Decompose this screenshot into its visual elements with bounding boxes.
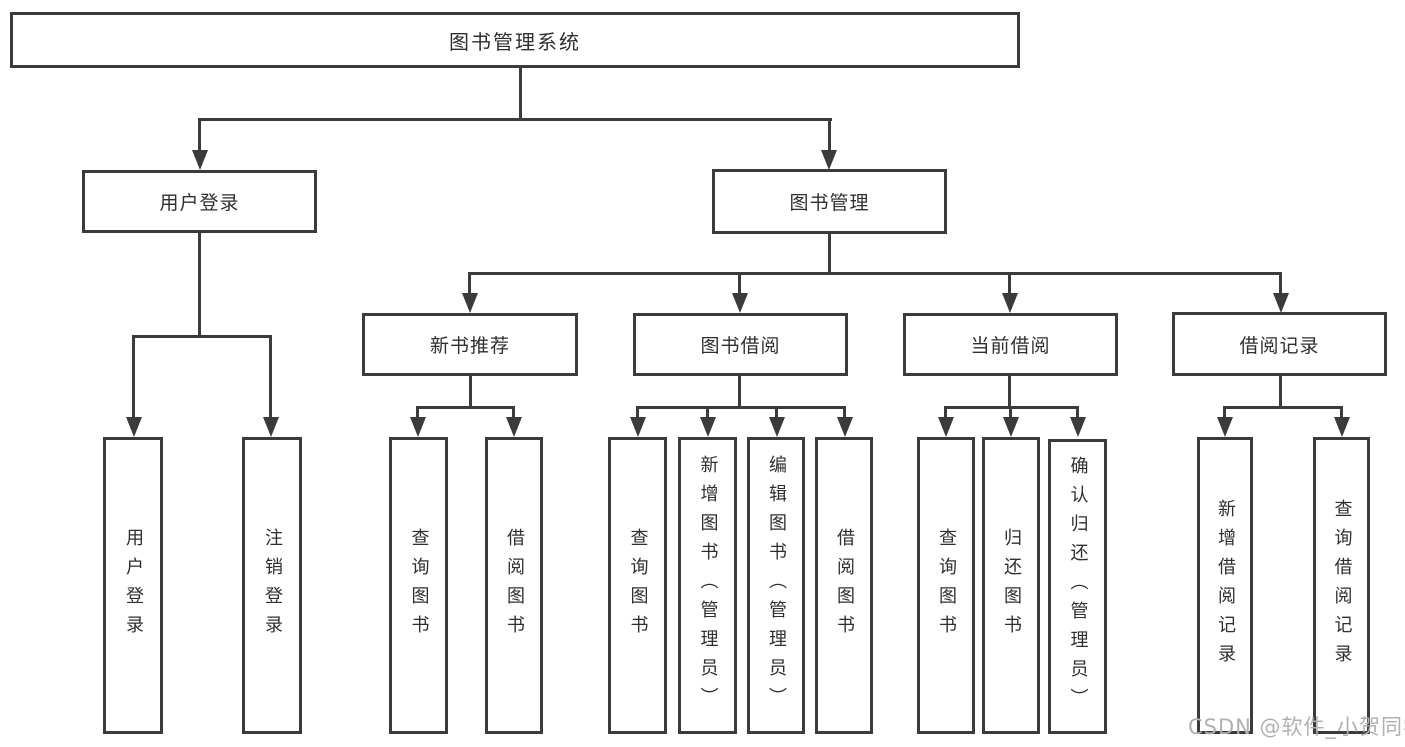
node-label: 确认归还（管理员）	[1067, 456, 1089, 717]
connector-stem	[198, 118, 201, 154]
node-new-book-recommendation: 新书推荐	[362, 313, 578, 376]
connector-stem	[1340, 406, 1343, 419]
node-label: 查询图书	[408, 527, 430, 644]
node-label: 借阅图书	[504, 527, 525, 644]
arrow-down-icon	[1003, 417, 1019, 437]
arrow-down-icon	[938, 417, 954, 437]
node-label: 图书管理	[789, 192, 870, 214]
connector-trunk	[1008, 376, 1011, 409]
arrow-down-icon	[837, 417, 853, 437]
node-label: 注销登录	[262, 527, 283, 644]
leaf-borrow-books: 借阅图书	[815, 437, 873, 734]
node-label: 借阅图书	[834, 527, 855, 644]
node-label: 当前借阅	[970, 335, 1051, 357]
connector-trunk	[738, 376, 741, 409]
arrow-down-icon	[769, 417, 785, 437]
node-label: 借阅记录	[1239, 334, 1320, 357]
arrow-down-icon	[1070, 417, 1086, 437]
arrow-down-icon	[410, 417, 426, 437]
node-label: 新增图书（管理员）	[697, 455, 719, 716]
connector-split	[416, 406, 515, 409]
connector-stem	[416, 406, 419, 419]
leaf-query-borrow-record: 查询借阅记录	[1313, 437, 1370, 734]
node-label: 图书借阅	[700, 335, 781, 357]
node-label: 用户登录	[123, 527, 144, 644]
leaf-query-books-current: 查询图书	[917, 437, 975, 734]
connector-stem	[1009, 406, 1012, 419]
connector-stem	[775, 406, 778, 419]
connector-user-login-trunk	[198, 233, 201, 337]
arrow-down-icon	[1002, 293, 1018, 313]
node-label: 新增借阅记录	[1215, 498, 1236, 673]
node-label: 新书推荐	[429, 335, 510, 357]
arrow-down-icon	[263, 417, 279, 437]
node-book-borrowing: 图书借阅	[633, 313, 848, 376]
node-label: 用户登录	[159, 192, 240, 214]
arrow-down-icon	[126, 417, 142, 437]
node-label: 查询借阅记录	[1331, 498, 1353, 673]
arrow-down-icon	[732, 293, 748, 313]
connector-root-trunk	[519, 68, 522, 120]
arrow-down-icon	[1217, 417, 1233, 437]
node-label: 编辑图书（管理员）	[766, 455, 787, 716]
node-label: 查询图书	[627, 527, 649, 644]
arrow-down-icon	[700, 417, 716, 437]
node-borrowing-records: 借阅记录	[1172, 312, 1387, 376]
node-label: 归还图书	[1001, 527, 1022, 644]
leaf-add-books-admin: 新增图书（管理员）	[678, 437, 737, 734]
connector-split	[636, 406, 846, 409]
connector-stem	[828, 118, 831, 154]
connector-trunk	[469, 376, 472, 409]
connector-stem	[1076, 406, 1079, 419]
leaf-borrow-books-recommend: 借阅图书	[485, 437, 543, 734]
connector-stem	[468, 272, 471, 295]
csdn-watermark: CSDN @软件_小贺同学	[1188, 715, 1405, 739]
arrow-down-icon	[192, 150, 208, 170]
connector-level1-split	[199, 118, 832, 121]
node-label: 查询图书	[936, 527, 957, 644]
leaf-logout: 注销登录	[242, 437, 302, 734]
node-library-system: 图书管理系统	[10, 12, 1020, 68]
connector-stem	[1223, 406, 1226, 419]
connector-trunk	[1279, 376, 1282, 409]
connector-stem	[636, 406, 639, 419]
connector-user-login-split	[132, 335, 272, 338]
arrow-down-icon	[462, 293, 478, 313]
arrow-down-icon	[506, 417, 522, 437]
connector-stem	[738, 272, 741, 295]
node-user-login: 用户登录	[82, 170, 317, 233]
leaf-user-login: 用户登录	[103, 437, 163, 734]
node-book-management: 图书管理	[712, 169, 947, 234]
arrow-down-icon	[1334, 417, 1350, 437]
arrow-down-icon	[630, 417, 646, 437]
connector-stem	[1279, 272, 1282, 295]
node-label: 图书管理系统	[449, 29, 581, 54]
arrow-down-icon	[821, 150, 837, 170]
leaf-confirm-return-admin: 确认归还（管理员）	[1048, 439, 1107, 734]
arrow-down-icon	[1273, 293, 1289, 313]
node-current-borrowing: 当前借阅	[903, 313, 1118, 376]
leaf-edit-books-admin: 编辑图书（管理员）	[747, 437, 805, 734]
connector-split	[1223, 406, 1342, 409]
connector-stem	[706, 406, 709, 419]
connector-stem	[132, 335, 135, 419]
connector-level3-split	[469, 272, 1282, 275]
connector-stem	[843, 406, 846, 419]
connector-stem	[269, 335, 272, 419]
leaf-add-borrow-record: 新增借阅记录	[1197, 437, 1253, 734]
leaf-return-books: 归还图书	[982, 437, 1040, 734]
connector-stem	[944, 406, 947, 419]
leaf-query-books-borrow: 查询图书	[608, 437, 667, 734]
leaf-query-books-recommend: 查询图书	[389, 437, 448, 734]
connector-stem	[1008, 272, 1011, 295]
connector-stem	[512, 406, 515, 419]
connector-book-mgmt-trunk	[828, 234, 831, 274]
